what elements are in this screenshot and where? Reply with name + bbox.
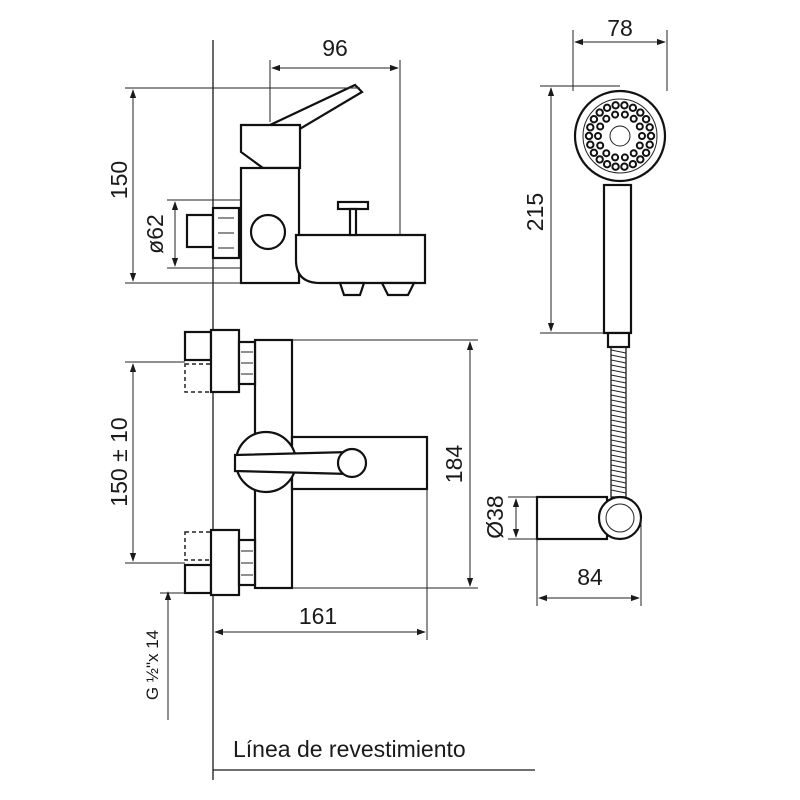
thread-spec-label: G ½"x 14 — [143, 630, 162, 700]
dim-184-label: 184 — [441, 445, 467, 484]
nozzle — [596, 141, 605, 150]
nozzle — [596, 122, 605, 131]
nozzle — [620, 101, 629, 110]
nozzle — [645, 123, 654, 132]
nozzle — [636, 155, 645, 164]
nozzle — [620, 110, 629, 119]
dim-215: 215 — [522, 85, 620, 334]
dim-o38-label: Ø38 — [482, 495, 508, 538]
caption-label: Línea de revestimiento — [233, 736, 466, 762]
dim-78: 78 — [572, 15, 668, 91]
nozzle — [646, 131, 656, 141]
dim-161-label: 161 — [299, 603, 337, 629]
dim-o62-label: ø62 — [142, 214, 168, 254]
nozzle — [620, 162, 629, 171]
nozzle — [602, 149, 611, 158]
nozzle — [629, 114, 638, 123]
dim-96-label: 96 — [322, 35, 348, 61]
dim-215-label: 215 — [522, 193, 548, 231]
dim-150-10: 150 ± 10 — [106, 361, 185, 564]
shower-holder — [535, 495, 643, 541]
nozzle — [635, 141, 644, 150]
nozzle — [611, 153, 620, 162]
dim-150-10-label: 150 ± 10 — [106, 417, 132, 506]
dim-thread: G ½"x 14 — [143, 591, 185, 720]
dim-150: 150 — [106, 87, 360, 284]
dim-150-label: 150 — [106, 161, 132, 199]
faucet-side-view — [185, 83, 427, 297]
nozzle — [594, 132, 602, 140]
nozzle — [602, 103, 612, 113]
nozzle — [586, 140, 595, 149]
dim-o62: ø62 — [142, 199, 240, 269]
dim-96: 96 — [269, 35, 401, 235]
nozzle — [584, 131, 594, 141]
nozzle — [611, 162, 620, 171]
dim-184: 184 — [292, 339, 478, 589]
dim-84: 84 — [536, 518, 642, 606]
nozzle — [641, 148, 651, 158]
nozzle — [638, 132, 646, 140]
nozzle — [595, 108, 604, 117]
nozzle — [589, 115, 599, 124]
hand-shower — [573, 89, 667, 498]
faucet-front-view — [183, 328, 429, 597]
nozzle — [635, 122, 644, 131]
nozzle — [586, 123, 595, 132]
nozzle — [645, 140, 654, 149]
dim-84-label: 84 — [577, 564, 603, 590]
nozzle — [628, 103, 638, 113]
dim-161: 161 — [214, 489, 428, 640]
nozzle — [641, 115, 651, 124]
nozzle — [602, 160, 612, 169]
nozzle — [636, 108, 645, 117]
nozzle — [595, 155, 604, 164]
dim-o38: Ø38 — [482, 495, 537, 540]
nozzle — [611, 101, 620, 110]
nozzle — [611, 110, 620, 119]
nozzle — [620, 153, 629, 162]
nozzle — [602, 114, 611, 123]
dim-78-label: 78 — [607, 15, 633, 41]
nozzle-rings — [584, 101, 656, 171]
nozzle — [629, 149, 638, 158]
nozzle — [589, 148, 599, 158]
nozzle — [628, 160, 638, 169]
